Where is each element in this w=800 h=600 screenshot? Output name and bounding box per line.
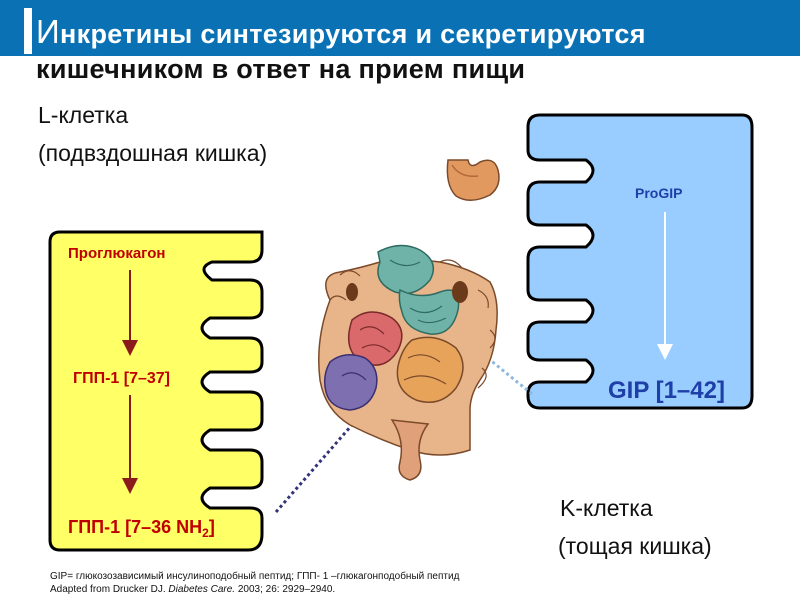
footer-legend: GIP= глюкозозависимый инсулиноподобный п… — [50, 571, 460, 582]
l-intermediate-label: ГПП-1 [7–37] — [73, 370, 170, 387]
l-final-sub: 2 — [202, 526, 209, 540]
l-cell-shape — [48, 230, 264, 552]
k-product-label: GIP [1–42] — [608, 377, 725, 404]
title-line-1: Инкретины синтезируются и секретируются — [36, 13, 646, 51]
l-cell-name: L-клетка — [38, 102, 129, 128]
title-line-1-text: нкретины синтезируются и секретируются — [60, 19, 646, 49]
l-cell-location: (подвздошная кишка) — [38, 140, 268, 166]
footer-citation-suffix: 2003; 26: 2929–2940. — [235, 584, 336, 595]
l-final-suffix: ] — [209, 517, 215, 537]
k-precursor-label: ProGIP — [635, 185, 682, 201]
title-line-2: кишечником в ответ на прием пищи — [36, 54, 526, 84]
k-cell-shape — [526, 113, 754, 410]
header-accent — [24, 8, 32, 54]
l-precursor-label: Проглюкагон — [68, 245, 165, 262]
title-first-letter: И — [36, 13, 61, 50]
footer-citation-prefix: Adapted from Drucker DJ. — [50, 584, 169, 595]
intestines-illustration — [318, 159, 500, 481]
l-final-label: ГПП-1 [7–36 NH2] — [68, 517, 215, 540]
k-cell-name: K-клетка — [560, 495, 653, 521]
footer-citation-journal: Diabetes Care. — [168, 584, 236, 595]
l-final-prefix: ГПП-1 — [68, 517, 120, 537]
header-bar — [0, 0, 800, 56]
footer-citation: Adapted from Drucker DJ. Diabetes Care. … — [50, 584, 335, 595]
k-cell-location: (тощая кишка) — [558, 533, 712, 559]
l-final-range: [7–36 NH — [120, 517, 202, 537]
